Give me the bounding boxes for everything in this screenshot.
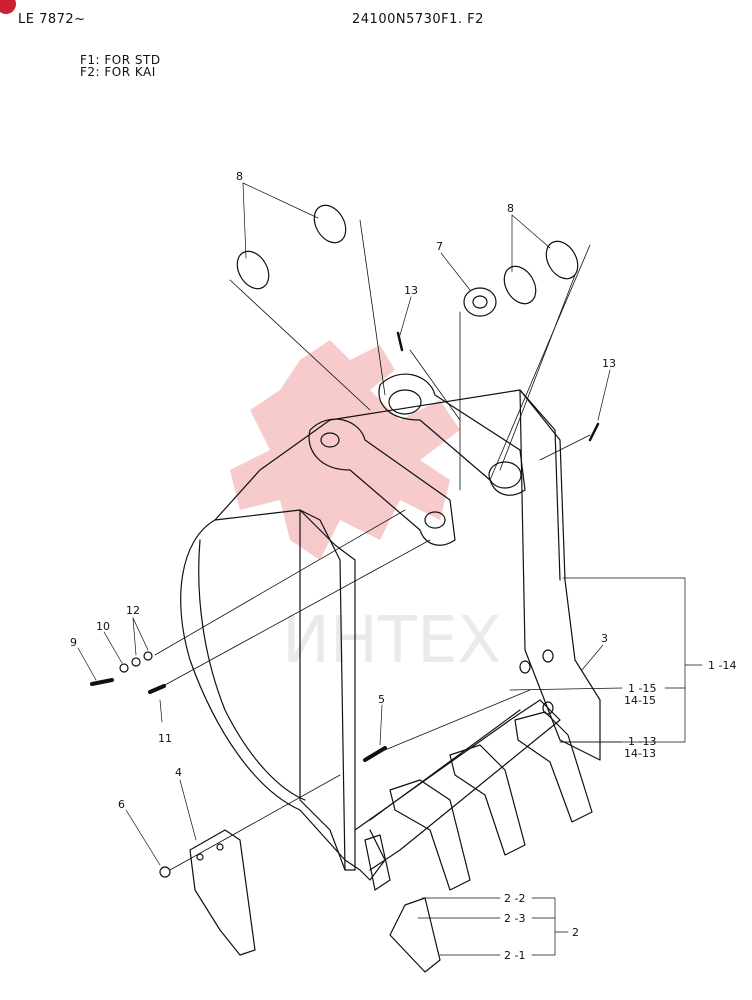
callout-2-3: 2 -3 — [504, 912, 525, 925]
boss-plate-front — [308, 418, 456, 546]
tooth-2 — [449, 744, 526, 856]
ring-8-right-2 — [545, 240, 579, 280]
callout-7: 7 — [436, 240, 443, 253]
leader-8b-1 — [511, 214, 551, 249]
boss-hole-front-1 — [320, 432, 340, 448]
pin-11 — [148, 684, 166, 694]
ring-8-left-2 — [313, 204, 347, 244]
tooth-3 — [514, 711, 593, 823]
grease-fitting-13-right — [588, 422, 600, 442]
leader-4 — [179, 779, 197, 841]
leader-7 — [440, 252, 471, 291]
callout-10: 10 — [96, 620, 110, 633]
bracket-1-14 — [559, 577, 686, 743]
callout-8-left: 8 — [236, 170, 243, 183]
tooth-1 — [389, 779, 471, 891]
leader-3 — [581, 644, 604, 671]
side-cutter — [189, 829, 256, 956]
bucket-top-edge — [214, 389, 561, 581]
assembly-line-8 — [384, 689, 531, 751]
assembly-line-4 — [499, 274, 576, 471]
serial-range: LE 7872~ — [18, 12, 86, 27]
side-cutter-hole-1 — [196, 853, 204, 861]
leader-5 — [379, 704, 383, 746]
washer-12b — [143, 651, 153, 661]
leader-8a-2 — [242, 182, 247, 259]
boss-hole-front-2 — [424, 511, 446, 529]
callout-2: 2 — [572, 926, 579, 939]
boss-hole-rear-2 — [488, 461, 522, 489]
assembly-line-2 — [359, 219, 386, 396]
side-bolt-1 — [519, 660, 531, 674]
note-f2: F2: FOR KAI — [80, 65, 156, 79]
leader-13b — [597, 369, 611, 421]
tooth-detail — [389, 897, 441, 973]
callout-1-14: 1 -14 — [708, 659, 736, 672]
cutting-edge-line — [369, 709, 521, 821]
bolt-5 — [363, 746, 387, 762]
watermark-text: ИНТЕХ — [282, 604, 501, 678]
cutting-edge — [354, 699, 561, 871]
callout-14-13: 14-13 — [624, 747, 656, 760]
leader-12b — [132, 617, 149, 651]
callout-2-1: 2 -1 — [504, 949, 525, 962]
bucket-shell-top — [214, 509, 346, 871]
callout-13-right: 13 — [602, 357, 616, 370]
washer-10 — [119, 663, 129, 673]
bolt-9 — [90, 678, 114, 686]
bushing-7-hole — [472, 295, 488, 309]
callout-9: 9 — [70, 636, 77, 649]
right-side-plate — [519, 389, 601, 761]
leader-6 — [125, 809, 161, 866]
assembly-line-10 — [409, 349, 461, 421]
callout-6: 6 — [118, 798, 125, 811]
ring-8-left-1 — [236, 250, 270, 290]
corner-marker — [0, 0, 16, 14]
tooth-edge-left — [364, 834, 391, 891]
assembly-line-7 — [164, 539, 431, 686]
washer-12a — [131, 657, 141, 667]
assembly-line-6 — [154, 509, 406, 656]
ring-8-right-1 — [503, 265, 537, 305]
note-f1: F1: FOR STD — [80, 53, 161, 67]
callout-8-right: 8 — [507, 202, 514, 215]
nut-6 — [159, 866, 171, 878]
watermark-logo — [230, 340, 460, 560]
leader-13a — [399, 296, 412, 336]
bushing-7 — [463, 287, 497, 317]
leader-11 — [159, 699, 163, 723]
bucket-shell-inner — [198, 539, 306, 801]
leader-10 — [103, 631, 123, 664]
leader-9 — [77, 647, 97, 681]
callout-3: 3 — [601, 632, 608, 645]
leader-8a-1 — [242, 182, 319, 219]
callout-4: 4 — [175, 766, 182, 779]
leader-12a — [132, 617, 137, 656]
left-side-plate — [299, 509, 356, 871]
side-bolt-3 — [542, 701, 554, 715]
assembly-line-9 — [169, 774, 341, 871]
watermark: ИНТЕХ — [230, 340, 501, 678]
assembly-line-3 — [489, 244, 591, 481]
callout-5: 5 — [378, 693, 385, 706]
side-bolt-2 — [542, 649, 554, 663]
bucket-shell-back — [180, 519, 386, 881]
side-cutter-hole-2 — [216, 843, 224, 851]
callout-2-2: 2 -2 — [504, 892, 525, 905]
assembly-line-1 — [229, 279, 371, 411]
grease-fitting-13-left — [396, 331, 404, 352]
bracket-2 — [531, 897, 556, 956]
assembly-line-11 — [539, 434, 591, 461]
callout-11: 11 — [158, 732, 172, 745]
callout-13-left: 13 — [404, 284, 418, 297]
boss-plate-rear — [378, 373, 526, 496]
part-number: 24100N5730F1. F2 — [352, 12, 484, 27]
callout-1-15: 1 -15 — [628, 682, 656, 695]
callout-12: 12 — [126, 604, 140, 617]
callout-1-13: 1 -13 — [628, 735, 656, 748]
callout-14-15: 14-15 — [624, 694, 656, 707]
boss-hole-rear-1 — [388, 389, 422, 415]
leader-1-15 — [509, 687, 623, 691]
